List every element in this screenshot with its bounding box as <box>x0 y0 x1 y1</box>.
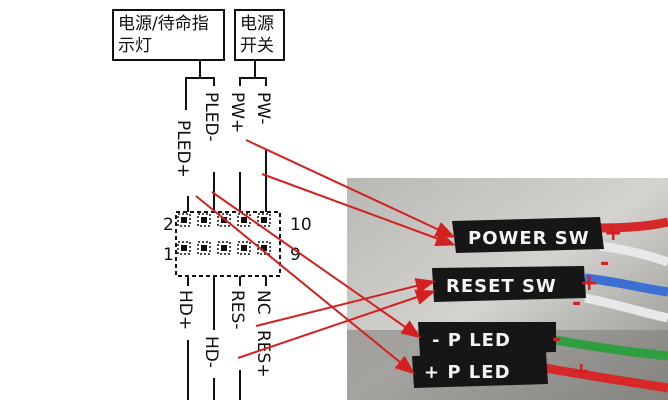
pin-dot <box>221 245 227 251</box>
polarity-signs: + - + - - + <box>552 221 622 384</box>
arrow-pled-pos <box>195 195 416 375</box>
arrow-reset-sw-plus <box>255 278 436 327</box>
pin-dot <box>261 245 267 251</box>
power-sw-connector: POWER SW <box>452 217 604 253</box>
pin-dot <box>241 245 247 251</box>
pin-cell <box>237 241 251 255</box>
pin-dot <box>201 245 207 251</box>
power-sw-plus: + <box>604 221 622 246</box>
reset-sw-label: RESET SW <box>446 276 557 297</box>
reset-sw-connector: RESET SW <box>432 266 586 302</box>
pin-dot <box>181 217 187 223</box>
pos-pled-label: + P LED <box>424 362 511 383</box>
neg-pled-label: - P LED <box>432 330 511 351</box>
power-switch-box-line1: 电源 <box>240 14 274 34</box>
pin-label-hd-pos: HD+ <box>175 290 195 330</box>
pin-cell <box>197 213 211 227</box>
lead-lines <box>185 60 267 400</box>
pin-cell <box>197 241 211 255</box>
pin-number-2: 2 <box>163 215 174 235</box>
pos-pled-connector: + P LED <box>412 352 548 388</box>
pin-label-pw-pos: PW+ <box>227 92 247 133</box>
reset-sw-plus: + <box>580 271 598 296</box>
pin-label-pled-pos: PLED+ <box>173 120 193 178</box>
reset-sw-minus: - <box>572 291 581 316</box>
power-led-box-line1: 电源/待命指 <box>118 14 209 34</box>
pin-number-10: 10 <box>290 215 312 235</box>
pin-cell <box>257 241 271 255</box>
power-sw-label: POWER SW <box>468 228 590 249</box>
neg-pled-connector: - P LED <box>418 322 556 356</box>
power-led-box: 电源/待命指 示灯 <box>112 9 225 61</box>
pin-label-res-pos: RES+ <box>253 330 273 378</box>
pin-number-1: 1 <box>163 245 174 265</box>
arrow-reset-sw-minus <box>237 289 436 359</box>
pin-label-nc: NC <box>253 290 273 315</box>
arrow-pled-neg <box>211 191 422 339</box>
pin-cell <box>217 213 231 227</box>
power-switch-box-line2: 开关 <box>240 36 274 56</box>
pin-dot <box>241 217 247 223</box>
pin-cell <box>177 213 191 227</box>
connection-arrows <box>195 139 456 375</box>
pin-cell <box>217 241 231 255</box>
power-switch-box: 电源 开关 <box>234 9 285 61</box>
pin-label-res-neg: RES- <box>227 290 247 329</box>
pin-dot <box>201 217 207 223</box>
power-sw-minus: - <box>600 251 609 276</box>
pin-cell <box>177 241 191 255</box>
pos-pled-sign: + <box>572 359 590 384</box>
pin-label-pw-neg: PW- <box>253 92 273 125</box>
neg-pled-sign: - <box>552 327 561 352</box>
arrow-power-sw-minus <box>261 173 456 246</box>
power-led-box-line2: 示灯 <box>118 36 152 56</box>
pin-label-pled-neg: PLED- <box>201 92 221 142</box>
arrow-power-sw-plus <box>245 139 456 238</box>
pin-number-9: 9 <box>290 245 301 265</box>
connector-wires <box>544 217 668 393</box>
pin-dot <box>181 245 187 251</box>
pin-dot <box>261 217 267 223</box>
pin-label-hd-neg: HD- <box>201 336 221 368</box>
pin-cell <box>257 213 271 227</box>
